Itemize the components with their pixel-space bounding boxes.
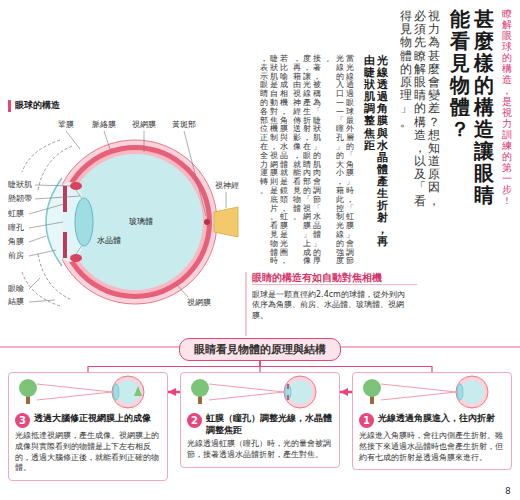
section-banner: 眼睛看見物體的原理與結構 [179, 338, 341, 361]
eyeball [214, 207, 238, 237]
leader-line [29, 300, 55, 302]
eyeball [46, 140, 238, 304]
step-heading: 光線透過角膜進入，往內折射 [378, 413, 495, 425]
step-number: 2 [187, 413, 202, 428]
part-label: 瞳孔 [8, 223, 24, 233]
panel-illustration [19, 376, 488, 408]
leader-line [29, 131, 226, 302]
part-label: 睫狀肌 [8, 180, 32, 190]
panel-illustration [456, 376, 488, 408]
panel-illustration [209, 384, 284, 392]
leader-line [29, 236, 46, 242]
part-label: 結膜 [8, 297, 24, 307]
leader-line [29, 250, 56, 256]
eyeball [46, 178, 62, 266]
section-heading: 光線透過角膜與水晶體產生折射，再由睫狀肌調整焦距 [364, 55, 388, 249]
eyeball [63, 186, 67, 212]
side-note-rule [246, 272, 247, 336]
leader-line [226, 192, 227, 208]
panel-illustration [19, 379, 37, 397]
part-label: 眼瞼 [8, 284, 24, 294]
eyeball [204, 219, 210, 225]
intro-text: 視力為甚麼會變差？想知道原因，必須先瞭解眼睛的構造，以及「看得見物體的原理」。 [400, 10, 440, 209]
step-heading: 虹膜（瞳孔）調整光線，水晶體調整焦距 [206, 413, 333, 436]
page-title: 甚麼樣的構造讓眼睛能看見物體？ [450, 8, 494, 207]
leader-line [35, 196, 80, 199]
panel-illustration [381, 384, 456, 392]
panel-illustration [285, 384, 291, 400]
leader-line [29, 278, 40, 289]
part-label: 玻璃體 [128, 217, 154, 227]
part-label: 水晶體 [96, 236, 122, 246]
banner-text: 眼睛看見物體的原理與結構 [194, 343, 326, 356]
note-heading: 眼睛的構造有如自動對焦相機 [252, 272, 417, 285]
part-label: 視神經 [214, 181, 240, 191]
panel-illustration [457, 384, 463, 400]
leader-line [66, 131, 80, 149]
part-label: 黃斑部 [172, 120, 196, 130]
body-text: 若比喻成相機，角膜與水晶體就是鏡頭，虹膜是光圈，睫狀肌是自動對焦機制，視網膜則是… [260, 55, 288, 267]
part-label: 鞏膜 [58, 120, 74, 130]
leader-line [104, 131, 110, 149]
eyeball [70, 254, 82, 262]
panel-illustration [284, 376, 316, 408]
panel-illustration [363, 379, 381, 397]
bracket-line [260, 361, 432, 372]
step-heading: 透過大腦修正視網膜上的成像 [34, 413, 151, 425]
eyeball [75, 198, 93, 246]
step-text: 光線抵達視網膜，產生成像。視網膜上的成像與實際看到的物體是上下左右相反的，透過大… [15, 431, 161, 474]
leader-line [35, 185, 72, 186]
step-panel: 3 透過大腦修正視網膜上的成像光線抵達視網膜，產生成像。視網膜上的成像與實際看到的… [8, 372, 168, 481]
eyelid-outline [22, 140, 60, 172]
leader-line [29, 222, 63, 228]
panel-illustration [288, 380, 312, 404]
eyelid-outline [22, 272, 60, 306]
page-number: 8 [505, 486, 511, 498]
panel-illustration [381, 392, 456, 400]
eyeball [58, 145, 212, 299]
tagline: 瞭解眼球的構造，是視力訓練的第一步！ [502, 8, 512, 207]
panel-illustration [112, 376, 144, 408]
panel-illustration [37, 384, 112, 392]
step-arrow [168, 391, 180, 394]
part-label: 視網膜 [186, 298, 212, 308]
part-label: 懸韌帶 [8, 194, 32, 204]
panel-illustration [113, 384, 119, 400]
part-label: 脈絡膜 [92, 120, 116, 130]
body-text: 當光線通過眼球最外層的「角膜」時，「虹膜」會調節光線的入口——「瞳孔」的大小，藉… [326, 55, 354, 267]
leader-line [176, 284, 188, 297]
step-text: 光線進入角膜時，會往內側產生折射。雖然接下來通過水晶體時也會產生折射，但約有七成… [359, 431, 505, 463]
leader-line [29, 204, 64, 214]
leader-line [184, 131, 206, 216]
eyeball [63, 150, 207, 294]
panel-illustration [209, 392, 284, 400]
step-number: 3 [15, 413, 30, 428]
panel-illustration [287, 384, 289, 400]
leader-line [144, 131, 145, 152]
step-arrow [340, 391, 352, 394]
eyeball [67, 154, 203, 290]
part-label: 視網膜 [132, 120, 156, 130]
figure-heading: 眼球的構造 [8, 100, 60, 112]
step-text: 光線透過虹膜（瞳孔）時，光的量會被調節，接著透過水晶體折射，產生對焦。 [187, 439, 333, 461]
panel-illustration [191, 379, 209, 397]
eyeball [63, 232, 67, 258]
step-panel: 2 虹膜（瞳孔）調整光線，水晶體調整焦距光線透過虹膜（瞳孔）時，光的量會被調節，接… [180, 372, 340, 468]
part-label: 虹膜 [8, 209, 24, 219]
step-panel: 1 光線透過角膜進入，往內折射光線進入角膜時，會往內側產生折射。雖然接下來通過水晶… [352, 372, 512, 470]
panel-illustration [134, 386, 142, 396]
body-text: 接著，被稱為「睫狀肌」的肌肉會調節「水晶體」的厚度，讓光線產生折射，在眼睛內部的… [293, 55, 321, 267]
note-text: 眼球是一顆直徑約2.4cm的球體，從外到內依序為角膜、前房、水晶體、玻璃體、視網… [252, 290, 410, 321]
panel-illustration [460, 380, 484, 404]
bracket-line [88, 361, 260, 372]
step-number: 1 [359, 413, 374, 428]
part-label: 前房 [8, 251, 24, 261]
panel-illustration [37, 392, 112, 400]
side-note-rule [245, 272, 247, 336]
part-label: 角膜 [8, 237, 24, 247]
